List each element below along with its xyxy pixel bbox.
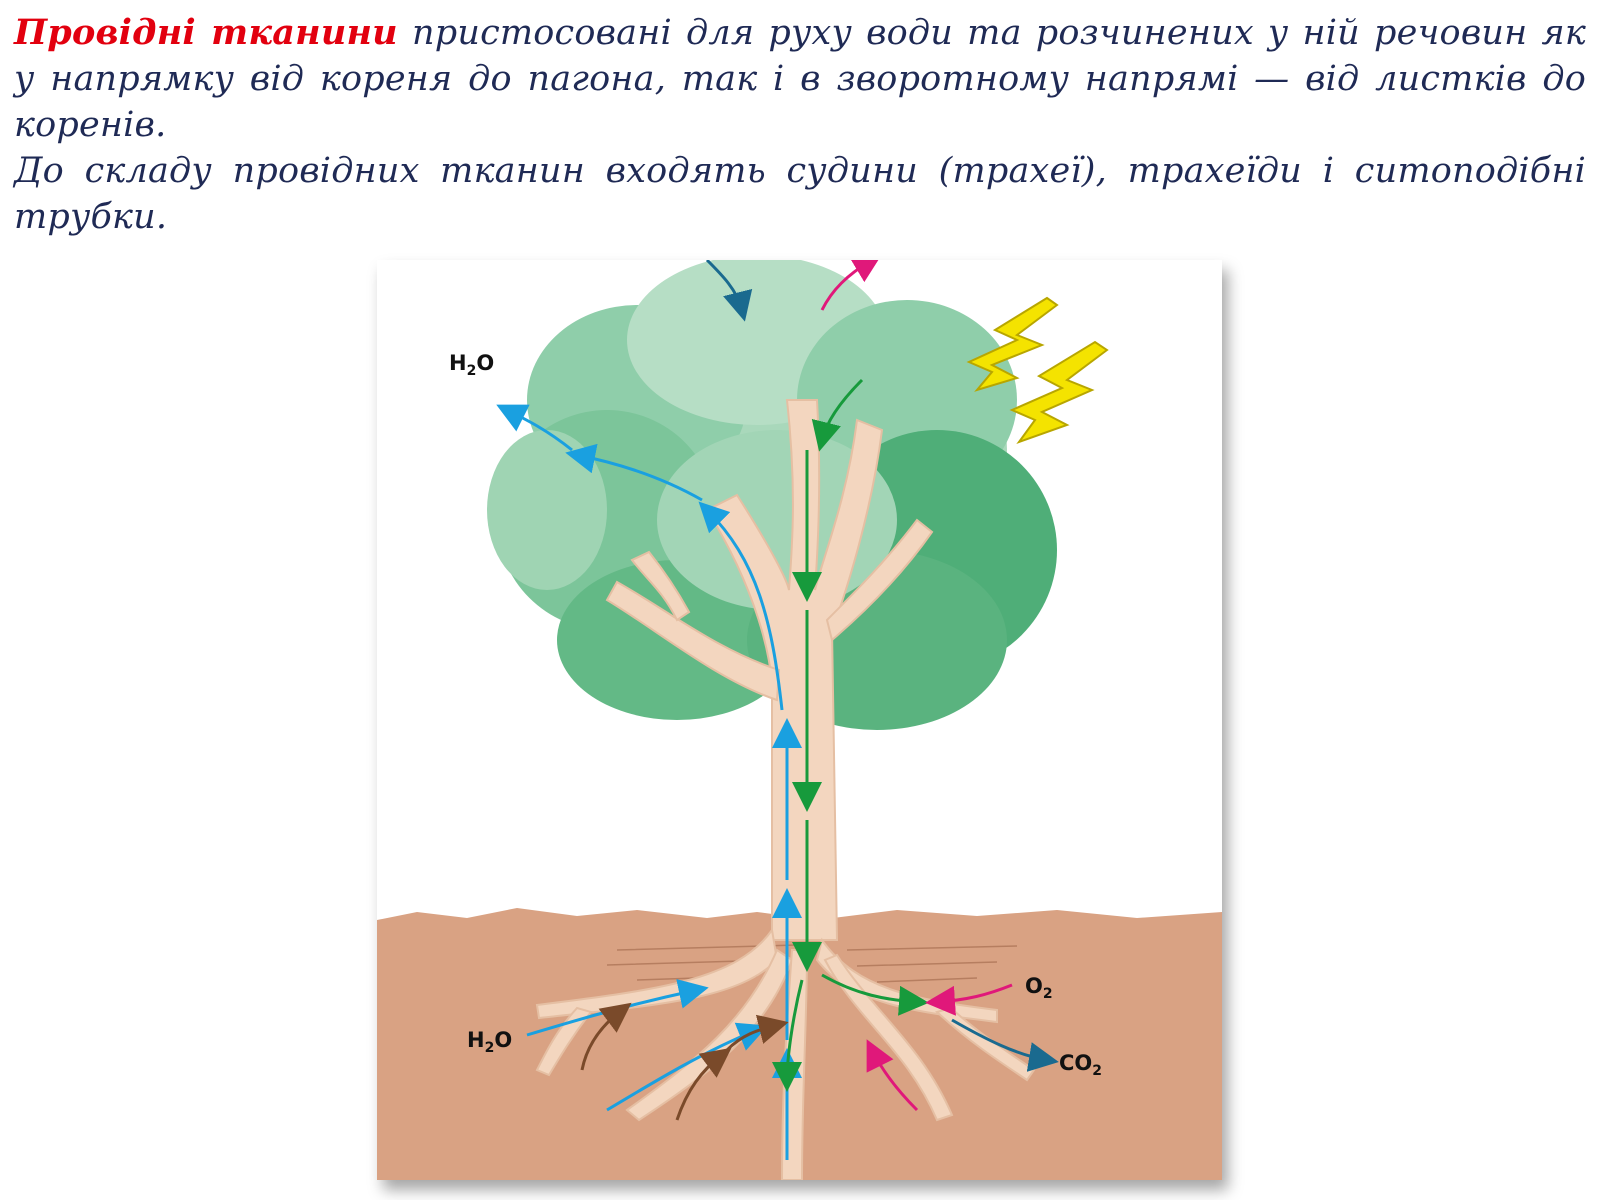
oxygen-arrows xyxy=(820,260,1013,1112)
paragraph-2: До складу провідних тканин входять судин… xyxy=(14,151,1586,237)
tree-transport-figure: H2O H2O O2 CO2 xyxy=(377,260,1222,1180)
co2-arrows xyxy=(705,260,1059,1072)
sunlight-icon xyxy=(966,296,1109,445)
co2-label: CO2 xyxy=(1059,1051,1102,1079)
tree-diagram: H2O H2O O2 CO2 xyxy=(377,260,1222,1180)
o2-label: O2 xyxy=(1025,974,1053,1002)
paragraph-1: Провідні тканини пристосовані для руху в… xyxy=(14,10,1586,148)
term-conducting-tissues: Провідні тканини xyxy=(14,12,398,53)
paragraph-1-text: пристосовані для руху води та розчинених… xyxy=(14,13,1586,145)
sugar-flow-arrows xyxy=(772,378,929,1092)
mineral-arrows xyxy=(580,1002,789,1121)
text-block: Провідні тканини пристосовані для руху в… xyxy=(14,10,1586,240)
h2o-top-label: H2O xyxy=(449,351,494,379)
h2o-root-label: H2O xyxy=(467,1028,512,1056)
